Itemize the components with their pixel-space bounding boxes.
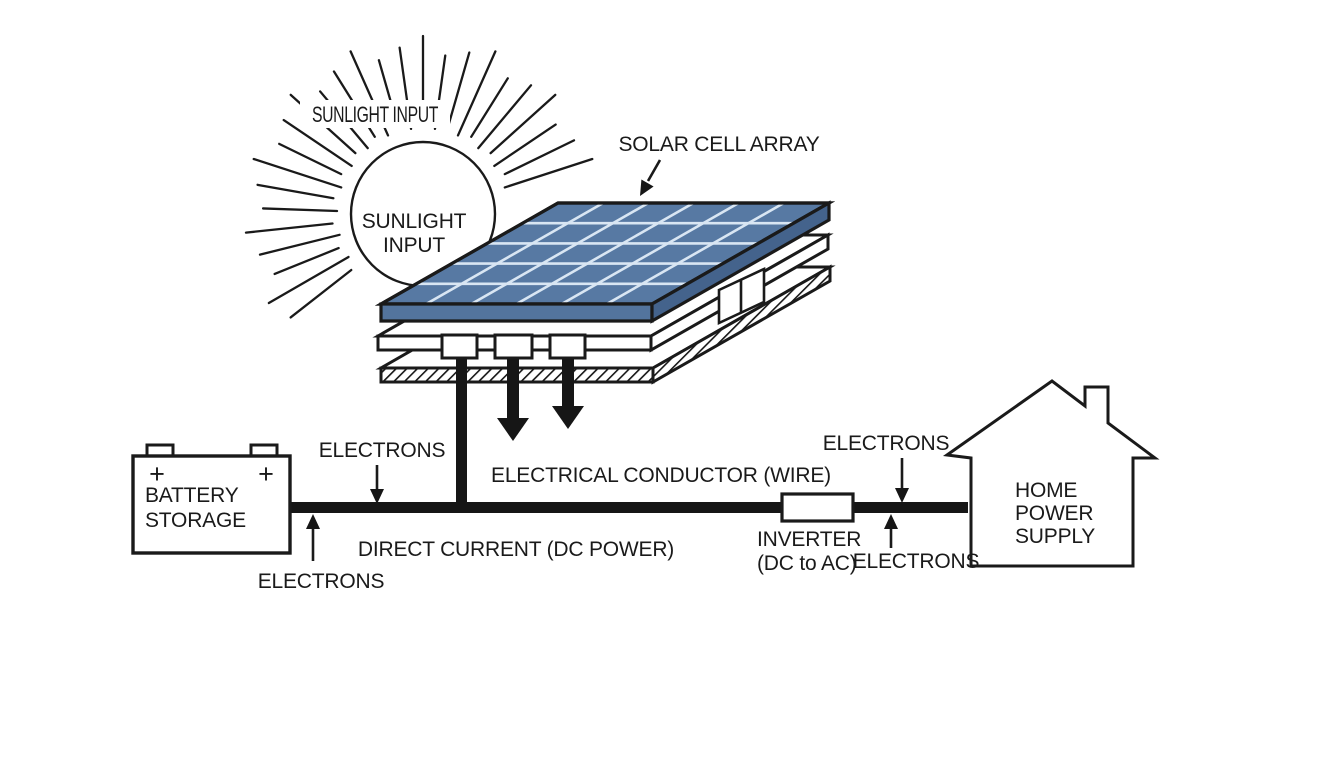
electron-flow-arrow-right-down [895, 458, 909, 503]
battery-label-line1: BATTERY [145, 484, 239, 507]
generated-line [252, 157, 343, 189]
generated-line [258, 233, 341, 256]
house-label-line1: HOME [1015, 479, 1077, 502]
generated-line [282, 118, 353, 168]
connector-box-1 [440, 333, 479, 360]
generated-line [605, 201, 786, 306]
generated-line [261, 207, 339, 213]
generated-line [493, 123, 557, 168]
electron-flow-arrow-left-down [370, 465, 384, 504]
inverter-label-line2: (DC to AC) [757, 552, 857, 575]
generated-line [256, 183, 335, 200]
arrow-head [895, 488, 909, 503]
solar-panel-front-face [379, 302, 654, 323]
house-outline [942, 379, 1160, 568]
electrons-label-left-bottom: ELECTRONS [258, 570, 385, 593]
arrow-head [306, 514, 320, 529]
dc-output-arrow-left [497, 356, 529, 441]
generated-line [503, 139, 576, 176]
generated-line [244, 222, 334, 234]
generated-line [560, 201, 740, 306]
electrons-label-left-top: ELECTRONS [319, 439, 446, 462]
battery-plus-left: + [149, 459, 165, 489]
electron-flow-arrow-left-up [306, 514, 320, 561]
conductor-wire-label: ELECTRICAL CONDUCTOR (WIRE) [491, 464, 831, 487]
dc-output-arrow-left-head [497, 418, 529, 441]
inverter-box [780, 492, 855, 523]
generated-line [489, 93, 557, 155]
inverter-label-line1: INVERTER [757, 528, 861, 551]
generated-line [470, 77, 509, 138]
generated-line [273, 246, 340, 276]
conductor-wire [290, 502, 968, 513]
panel-connector-boxes [440, 333, 587, 360]
sunlight-input-rays-label: SUNLIGHT INPUT [312, 102, 438, 127]
battery-label-line2: STORAGE [145, 509, 246, 532]
dc-output-arrow-right-shaft [562, 356, 574, 406]
solar-panel-side-face [650, 200, 831, 324]
battery-plus-right: + [258, 459, 274, 489]
battery-body [131, 454, 292, 555]
generated-line [456, 50, 497, 137]
base-layer-side-face [651, 264, 832, 385]
side-junction-box [717, 266, 766, 326]
connector-box-2 [493, 333, 534, 360]
arrow-head [884, 514, 898, 529]
dc-output-arrow-left-shaft [507, 356, 519, 418]
direct-current-label: DIRECT CURRENT (DC POWER) [358, 538, 674, 561]
solar-panel [374, 200, 836, 324]
battery: + + BATTERY STORAGE [131, 443, 292, 555]
solar-panel-cell-grid [415, 201, 795, 306]
generated-line [503, 157, 594, 189]
panel-output-wire-vertical [456, 352, 467, 512]
solar-array-pointer-head [640, 179, 654, 196]
dc-output-arrow-right [552, 356, 584, 429]
generated-line [477, 84, 533, 150]
generated-line [446, 51, 471, 128]
generated-line [470, 201, 650, 306]
sunlight-input-core-line2: INPUT [383, 234, 445, 257]
generated-line [267, 255, 350, 305]
solar-array-pointer-arrow [640, 159, 662, 196]
solar-array-pointer-line [646, 159, 662, 182]
sunlight-input-core-line1: SUNLIGHT [362, 210, 467, 233]
generated-line [278, 142, 343, 176]
generated-line [515, 201, 695, 306]
generated-line [289, 268, 353, 319]
electron-flow-arrow-right-up [884, 514, 898, 548]
house-label-line3: SUPPLY [1015, 525, 1095, 548]
house-label-line2: POWER [1015, 502, 1093, 525]
generated-line [424, 201, 605, 306]
connector-box-3 [548, 333, 587, 360]
solar-array-label: SOLAR CELL ARRAY [618, 133, 819, 156]
electrons-label-right-top: ELECTRONS [823, 432, 950, 455]
electrons-label-right-bottom: ELECTRONS [853, 550, 980, 573]
sun-rays-label-mask [300, 100, 450, 128]
dc-output-arrow-right-head [552, 406, 584, 429]
arrow-head [370, 489, 384, 504]
